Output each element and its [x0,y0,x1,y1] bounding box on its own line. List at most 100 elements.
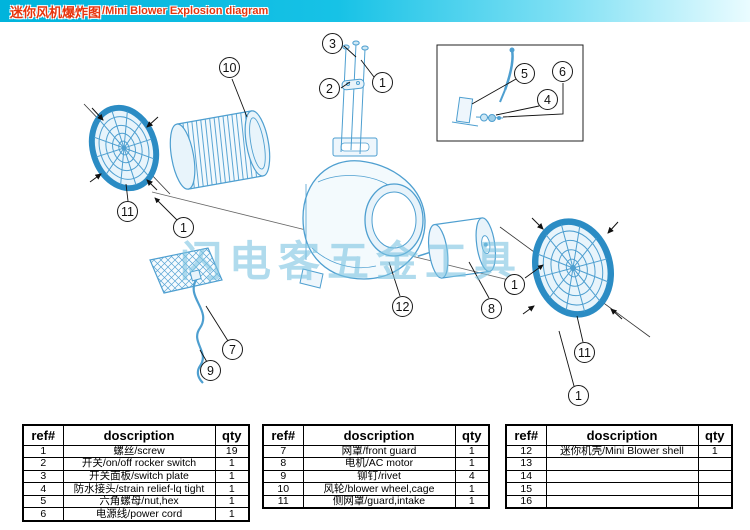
table-row: 13 [505,457,733,471]
callout-8: 8 [481,298,502,319]
ref-cell: 15 [505,482,547,496]
ref-cell: 9 [262,469,304,484]
qty-cell: 4 [454,469,490,484]
ref-cell: 7 [262,444,304,459]
table-row: 3 开关面板/switch plate 1 [22,469,250,484]
table-row: 14 [505,469,733,484]
parts-table-3: ref# doscription qty 12 迷你机壳/Mini Blower… [505,424,733,509]
qty-cell: 19 [214,444,250,459]
ref-cell: 8 [262,457,304,471]
table-row: 10 风轮/blower wheel,cage 1 [262,482,490,496]
exploded-diagram [83,40,651,387]
leader-lines [125,45,584,387]
qty-cell: 1 [214,494,250,509]
qty-cell: 1 [454,457,490,471]
ref-cell: 2 [22,457,64,471]
ref-cell: 10 [262,482,304,496]
qty-cell: 1 [214,457,250,471]
callout-7: 7 [222,339,243,360]
table-header-row: ref# doscription qty [262,424,490,446]
right-fan-guard [531,218,615,318]
intake-guard-mesh [149,247,223,294]
callout-5: 5 [514,63,535,84]
page-subtitle: /Mini Blower Explosion diagram [102,5,269,17]
qty-cell [697,494,733,509]
callout-12: 12 [392,296,413,317]
desc-cell: 开关面板/switch plate [62,469,216,484]
desc-cell: 迷你机壳/Mini Blower shell [545,444,699,459]
callout-1-mid: 1 [504,274,525,295]
parts-table-2: ref# doscription qty 7 网罩/front guard 1 … [262,424,490,509]
desc-cell [545,482,699,496]
callout-11-right: 11 [574,342,595,363]
desc-cell: 铆钉/rivet [302,469,456,484]
left-guard-screw-arrows [89,107,159,191]
callout-1-bottom: 1 [568,385,589,406]
callout-10: 10 [219,57,240,78]
col-desc: doscription [545,424,699,446]
table-row: 5 六角螺母/nut,hex 1 [22,494,250,509]
table-row: 1 螺丝/screw 19 [22,444,250,459]
callout-1-left: 1 [173,217,194,238]
col-ref: ref# [262,424,304,446]
ref-cell: 16 [505,494,547,509]
qty-cell: 1 [214,482,250,496]
col-qty: qty [454,424,490,446]
desc-cell: 六角螺母/nut,hex [62,494,216,509]
table-row: 2 开关/on/off rocker switch 1 [22,457,250,471]
qty-cell: 1 [454,494,490,509]
desc-cell: 侧网罩/guard,intake [302,494,456,509]
qty-cell: 1 [454,444,490,459]
top-screws [340,40,369,155]
col-qty: qty [214,424,250,446]
header-bar: 迷你风机爆炸图 /Mini Blower Explosion diagram [0,0,750,22]
ref-cell: 6 [22,507,64,522]
switch-detail-inset [436,44,584,142]
col-desc: doscription [302,424,456,446]
ref-cell: 1 [22,444,64,459]
ref-cell: 4 [22,482,64,496]
qty-cell: 1 [214,469,250,484]
callout-9: 9 [200,360,221,381]
callout-3: 3 [322,33,343,54]
desc-cell: 电机/AC motor [302,457,456,471]
ref-cell: 13 [505,457,547,471]
desc-cell: 网罩/front guard [302,444,456,459]
qty-cell: 1 [214,507,250,522]
desc-cell: 防水接头/strain relief-lq tight [62,482,216,496]
qty-cell: 1 [454,482,490,496]
blower-wheel-cage [169,110,271,190]
table-row: 11 侧网罩/guard,intake 1 [262,494,490,509]
desc-cell [545,457,699,471]
callout-6: 6 [552,61,573,82]
callout-4: 4 [537,89,558,110]
power-cord [189,269,205,384]
ref-cell: 3 [22,469,64,484]
desc-cell: 螺丝/screw [62,444,216,459]
ac-motor [417,217,497,279]
table-row: 4 防水接头/strain relief-lq tight 1 [22,482,250,496]
table-row: 7 网罩/front guard 1 [262,444,490,459]
table-row: 9 铆钉/rivet 4 [262,469,490,484]
desc-cell: 电源线/power cord [62,507,216,522]
table-row: 15 [505,482,733,496]
desc-cell [545,494,699,509]
left-fan-guard [88,104,160,192]
table-row: 8 电机/AC motor 1 [262,457,490,471]
desc-cell: 风轮/blower wheel,cage [302,482,456,496]
parts-table-1: ref# doscription qty 1 螺丝/screw 19 2 开关/… [22,424,250,522]
table-header-row: ref# doscription qty [22,424,250,446]
col-ref: ref# [22,424,64,446]
desc-cell: 开关/on/off rocker switch [62,457,216,471]
table-row: 12 迷你机壳/Mini Blower shell 1 [505,444,733,459]
callout-1-top: 1 [372,72,393,93]
ref-cell: 11 [262,494,304,509]
callout-11-left: 11 [117,201,138,222]
table-header-row: ref# doscription qty [505,424,733,446]
callout-2: 2 [319,78,340,99]
desc-cell [545,469,699,484]
table-row: 16 [505,494,733,509]
qty-cell [697,457,733,471]
qty-cell [697,469,733,484]
